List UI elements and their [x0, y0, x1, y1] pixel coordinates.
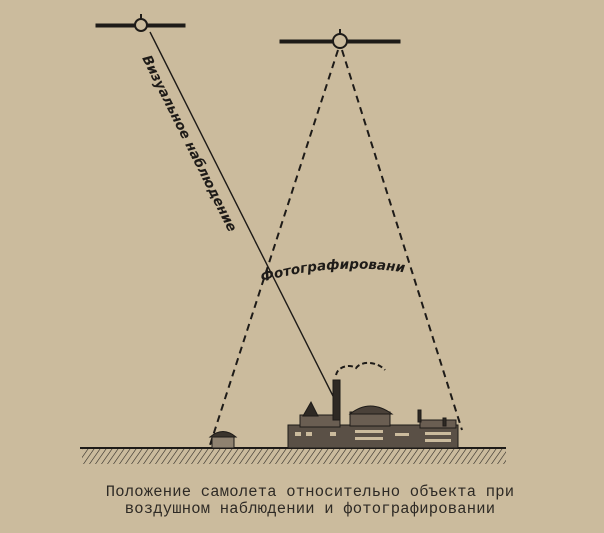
- visual-observation-line: [149, 31, 337, 403]
- small-building-icon: [208, 431, 238, 449]
- photo-cone-left: [209, 49, 339, 446]
- photo-cone-right: [341, 49, 463, 431]
- right-airplane-icon: [279, 29, 401, 49]
- left-airplane-icon: [95, 14, 186, 32]
- caption-line-1: Положение самолета относительно объекта …: [105, 483, 515, 501]
- caption-line-2: воздушном наблюдении и фотографировании: [124, 500, 496, 518]
- factory-icon: [287, 362, 459, 449]
- figure-caption: Положение самолета относительно объекта …: [60, 484, 560, 518]
- ground: [80, 447, 506, 464]
- visual-observation-label: Визуальное наблюдение: [138, 53, 239, 235]
